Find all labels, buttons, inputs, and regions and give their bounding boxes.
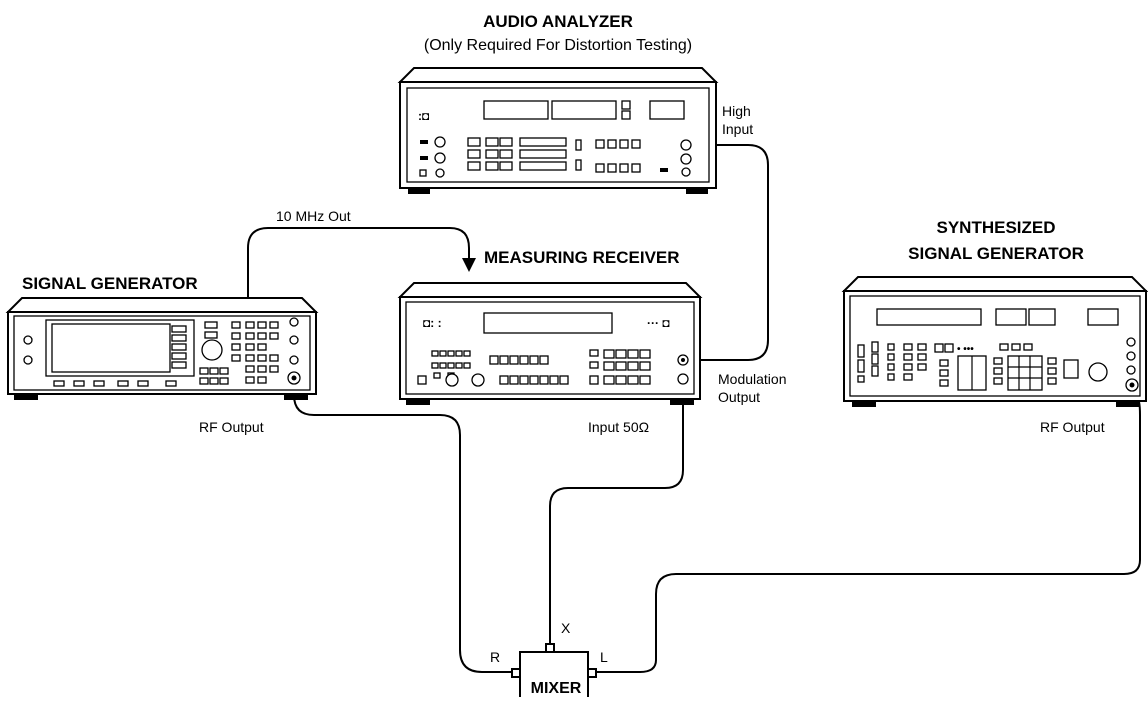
mixer (511, 643, 597, 701)
cable-rf-to-mixer-r (293, 382, 512, 673)
mixer-title: MIXER (531, 680, 582, 697)
input-50-connector (677, 373, 689, 385)
high-input-label-line2: Input (722, 121, 753, 137)
mixer-r-label: R (490, 649, 500, 665)
input-50-ohm-label: Input 50Ω (588, 419, 649, 435)
mixer-x-label: X (561, 620, 571, 636)
mixer-x-port (545, 643, 555, 653)
ten-mhz-out-label: 10 MHz Out (276, 208, 351, 224)
svg-text:◘: :: ◘: : (423, 316, 442, 330)
cable-modulation-to-high-input (684, 144, 769, 361)
arrow-10mhz (462, 258, 476, 272)
svg-text:• •••: • ••• (957, 344, 974, 355)
cable-10mhz (247, 227, 470, 298)
mixer-l-label: L (600, 649, 608, 665)
synthesized-signal-generator: • ••• (841, 276, 1148, 407)
rf-output-left-label: RF Output (199, 419, 264, 435)
audio-analyzer: :◘ (397, 67, 719, 194)
measuring-receiver: ◘: : ··· ◘ (397, 282, 703, 405)
high-input-label-line1: High (722, 103, 751, 119)
synthesized-title-line1: SYNTHESIZED (936, 218, 1055, 237)
signal-generator (5, 297, 319, 400)
signal-generator-title: SIGNAL GENERATOR (22, 274, 198, 293)
synthesized-title-line2: SIGNAL GENERATOR (908, 244, 1084, 263)
mixer-l-port (587, 668, 597, 678)
cable-input-to-mixer-x (549, 380, 684, 644)
audio-analyzer-title: AUDIO ANALYZER (483, 12, 633, 31)
rf-output-right-label: RF Output (1040, 419, 1105, 435)
mixer-r-port (511, 668, 521, 678)
high-input-connector (680, 139, 692, 151)
modulation-output-label-line2: Output (718, 389, 760, 405)
modulation-output-label-line1: Modulation (718, 371, 787, 387)
measuring-receiver-title: MEASURING RECEIVER (484, 248, 680, 267)
svg-text::◘: :◘ (418, 109, 429, 123)
audio-analyzer-subtitle: (Only Required For Distortion Testing) (424, 37, 692, 54)
svg-text:··· ◘: ··· ◘ (647, 316, 670, 330)
